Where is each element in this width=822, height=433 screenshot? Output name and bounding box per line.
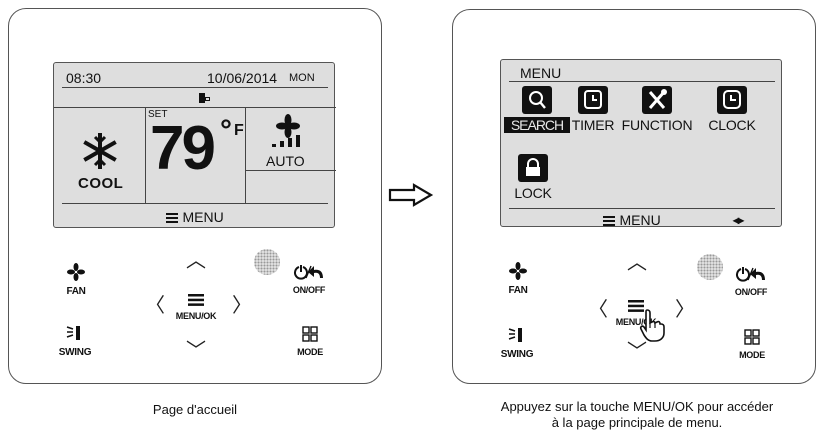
swing-button[interactable]: SWING (497, 326, 537, 360)
transition-arrow-icon (388, 183, 434, 207)
menu-caption-line-1: Appuyez sur la touche MENU/OK pour accéd… (500, 399, 774, 414)
right-cell-divider (245, 170, 336, 171)
fan-speed-icon (272, 114, 300, 147)
swing-button[interactable]: SWING (55, 324, 95, 358)
menu-item-function[interactable]: FUNCTION (618, 86, 696, 133)
snowflake-icon (83, 133, 117, 169)
menu-item-label: SEARCH (504, 117, 570, 133)
menu-label: MENU (182, 209, 224, 225)
right-button[interactable]: 〉 (232, 295, 252, 317)
fan-speed-label: AUTO (266, 153, 305, 169)
fan-button[interactable]: FAN (61, 263, 91, 297)
controller-menu-panel: MENU SEARCH TIMER FUNCTION (452, 9, 816, 384)
menu-title: MENU (520, 65, 562, 81)
fan-button-label: FAN (66, 286, 86, 297)
menu-ok-button[interactable]: MENU/OK (611, 299, 661, 327)
menu-ok-label: MENU/OK (615, 317, 657, 327)
left-button[interactable]: 〈 (145, 295, 165, 317)
menu-ok-button[interactable]: MENU/OK (171, 293, 221, 321)
fan-button[interactable]: FAN (503, 262, 533, 296)
speaker-grille (254, 249, 280, 275)
swing-icon (508, 328, 522, 342)
hamburger-icon (166, 213, 178, 223)
mode-button[interactable]: MODE (735, 329, 769, 360)
current-date: 10/06/2014 (207, 70, 278, 86)
menu-title-divider (509, 81, 775, 82)
speaker-grille (697, 254, 723, 280)
menu-display: MENU SEARCH TIMER FUNCTION (500, 59, 782, 230)
hamburger-icon (188, 294, 204, 306)
menu-ok-label: MENU/OK (175, 311, 217, 321)
home-display: 08:30 10/06/2014 MON COOL SET 79 ° (53, 62, 336, 228)
swing-button-label: SWING (58, 347, 92, 358)
top-divider (62, 87, 328, 88)
menu-indicator: MENU (166, 209, 224, 227)
mode-label: COOL (78, 175, 124, 192)
down-button[interactable]: ﹀ (186, 340, 206, 362)
hamburger-icon (603, 216, 615, 226)
home-caption: Page d'accueil (152, 402, 238, 417)
on-off-button[interactable]: ON/OFF (287, 264, 331, 295)
hamburger-icon (628, 300, 644, 312)
on-off-label: ON/OFF (734, 287, 768, 297)
clock-time: 08:30 (66, 70, 102, 86)
lock-icon (518, 154, 548, 182)
bottom-divider (62, 203, 328, 204)
mode-grid-icon (744, 329, 760, 345)
left-column-divider (145, 107, 146, 203)
on-off-button[interactable]: ON/OFF (729, 266, 773, 297)
up-button[interactable]: ︿ (627, 252, 647, 274)
menu-caption: Appuyez sur la touche MENU/OK pour accéd… (452, 399, 822, 432)
menu-item-clock[interactable]: CLOCK (697, 86, 767, 133)
mode-grid-icon (302, 326, 318, 342)
day-of-week: MON (289, 72, 315, 84)
temperature-unit: F (234, 122, 244, 139)
controller-home-panel: 08:30 10/06/2014 MON COOL SET 79 ° (8, 8, 382, 384)
set-label: SET (148, 109, 168, 120)
menu-bottom-divider (509, 208, 775, 209)
up-button[interactable]: ︿ (186, 250, 206, 272)
mode-button-label: MODE (739, 350, 765, 360)
menu-item-label: FUNCTION (621, 117, 693, 133)
pointing-hand-icon (639, 309, 665, 342)
clock-icon (717, 86, 747, 114)
menu-item-label: LOCK (514, 185, 552, 201)
degree-symbol: ° (220, 114, 232, 147)
menu-item-search[interactable]: SEARCH (504, 86, 570, 133)
tools-icon (642, 86, 672, 114)
search-icon (522, 86, 552, 114)
swing-button-label: SWING (500, 349, 534, 360)
on-off-label: ON/OFF (292, 285, 326, 295)
mode-button-label: MODE (297, 347, 323, 357)
fan-button-label: FAN (508, 285, 528, 296)
power-back-icon (294, 265, 323, 280)
menu-label: MENU (619, 212, 661, 228)
menu-item-timer[interactable]: TIMER (567, 86, 619, 133)
set-temperature: 79 (150, 114, 216, 183)
remote-receiver-icon (199, 93, 210, 103)
header-divider (54, 107, 336, 108)
navigation-arrows-icon: ◂▸ (733, 213, 744, 227)
menu-item-label: CLOCK (708, 117, 756, 133)
left-button[interactable]: 〈 (588, 299, 608, 321)
menu-caption-line-2: à la page principale de menu. (551, 415, 723, 431)
menu-item-lock[interactable]: LOCK (511, 154, 555, 201)
right-button[interactable]: 〉 (675, 299, 695, 321)
menu-item-label: TIMER (571, 117, 615, 133)
fan-icon (67, 263, 85, 281)
swing-icon (66, 326, 80, 340)
power-back-icon (736, 267, 765, 282)
timer-icon (578, 86, 608, 114)
down-button[interactable]: ﹀ (627, 341, 647, 363)
mode-button[interactable]: MODE (293, 326, 327, 357)
fan-icon (509, 262, 527, 280)
right-column-divider (245, 107, 246, 203)
menu-indicator: MENU (603, 212, 661, 230)
